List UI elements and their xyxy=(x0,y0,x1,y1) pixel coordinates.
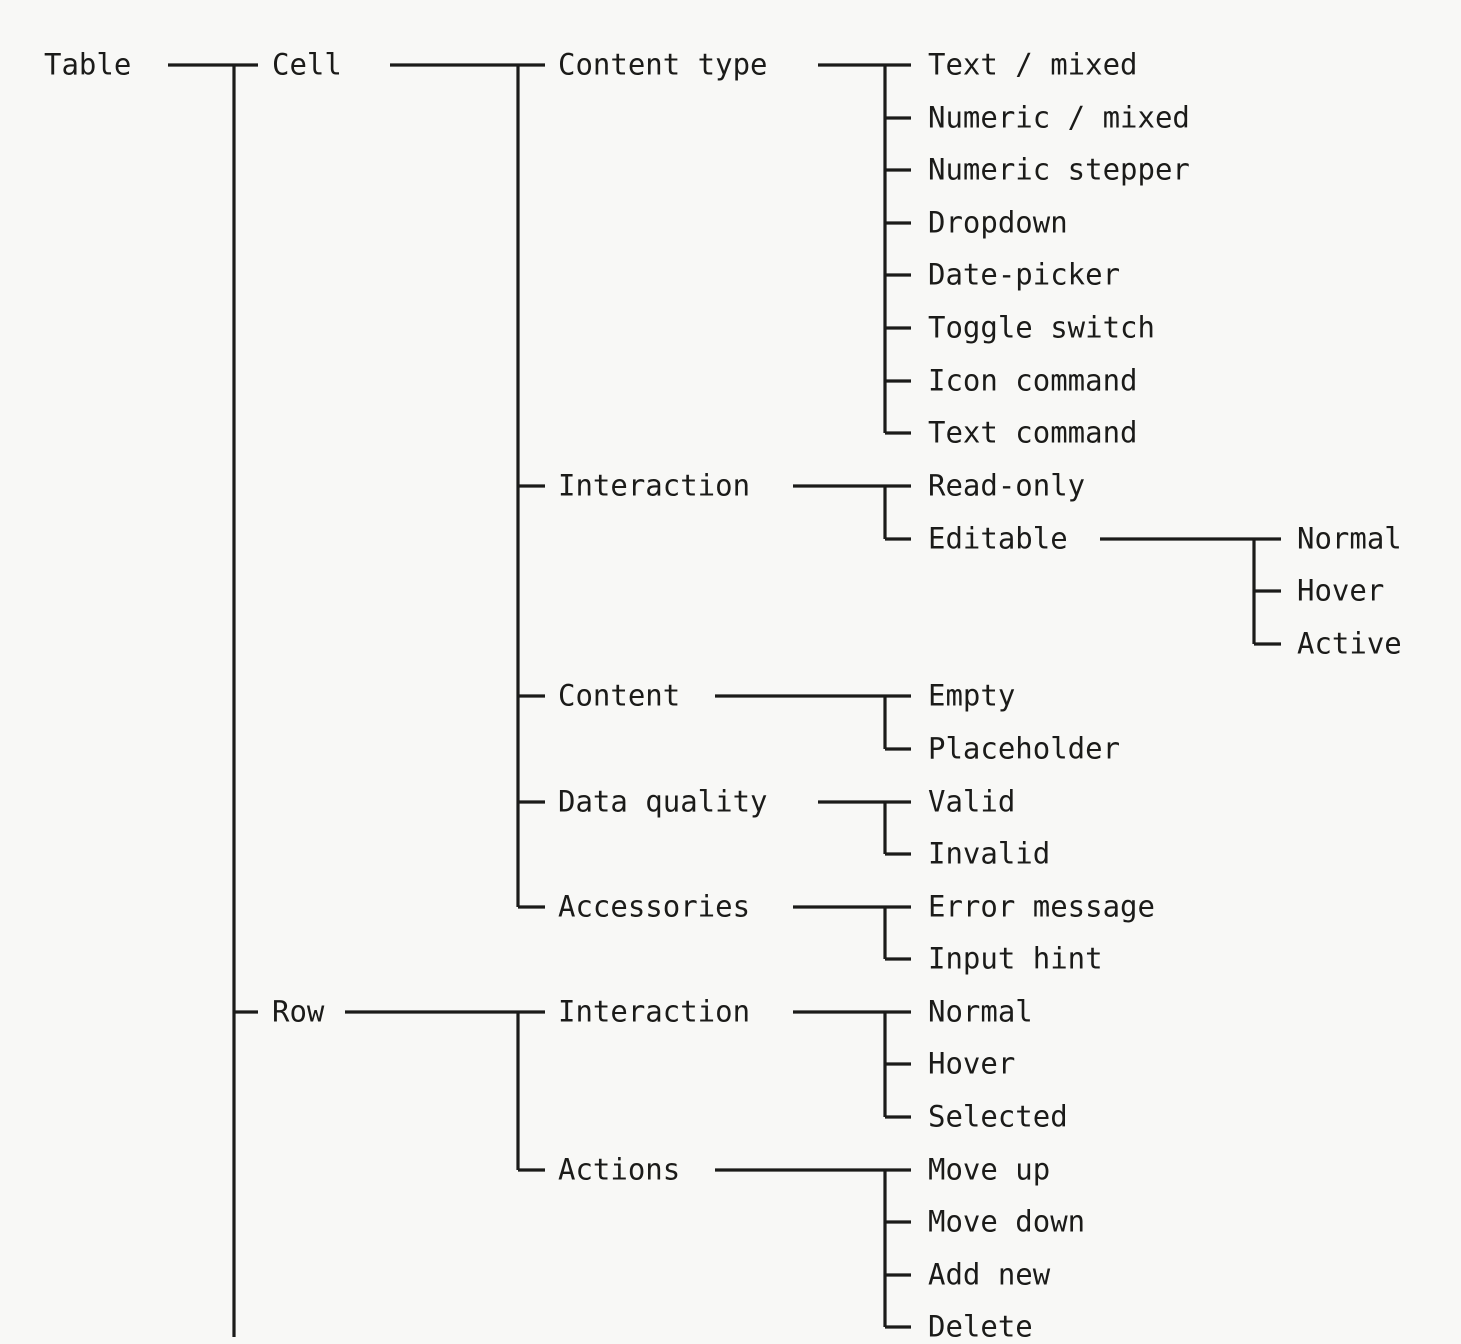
tree-node-content: Content xyxy=(558,678,681,713)
tree-node-hover-row: Hover xyxy=(928,1046,1016,1081)
tree-node-valid: Valid xyxy=(928,784,1016,819)
tree-node-error-message: Error message xyxy=(928,889,1155,924)
tree-node-data-quality: Data quality xyxy=(558,784,768,819)
tree-node-input-hint: Input hint xyxy=(928,941,1103,976)
tree-node-row-interaction: Interaction xyxy=(558,994,751,1029)
tree-node-active-cell: Active xyxy=(1297,626,1402,661)
tree-node-read-only: Read-only xyxy=(928,468,1086,503)
tree-node-toggle-switch: Toggle switch xyxy=(928,310,1155,345)
tree-node-numeric-mixed: Numeric / mixed xyxy=(928,100,1190,135)
tree-node-cell: Cell xyxy=(272,47,342,82)
tree-node-selected-row: Selected xyxy=(928,1099,1068,1134)
tree-node-empty: Empty xyxy=(928,678,1016,713)
tree-node-content-type: Content type xyxy=(558,47,768,82)
tree-node-numeric-stepper: Numeric stepper xyxy=(928,152,1190,187)
tree-node-cell-interaction: Interaction xyxy=(558,468,751,503)
tree-node-text-command: Text command xyxy=(928,415,1138,450)
tree-node-text-mixed: Text / mixed xyxy=(928,47,1138,82)
tree-node-move-down: Move down xyxy=(928,1204,1086,1239)
tree-node-delete: Delete xyxy=(928,1309,1033,1344)
tree-node-editable: Editable xyxy=(928,521,1068,556)
tree-node-normal-row: Normal xyxy=(928,994,1033,1029)
tree-node-placeholder: Placeholder xyxy=(928,731,1121,766)
tree-node-table: Table xyxy=(44,47,132,82)
tree-node-hover-cell: Hover xyxy=(1297,573,1385,608)
tree-node-add-new: Add new xyxy=(928,1257,1051,1292)
tree-node-invalid: Invalid xyxy=(928,836,1051,871)
tree-node-date-picker: Date-picker xyxy=(928,257,1121,292)
tree-node-actions: Actions xyxy=(558,1152,681,1187)
tree-node-move-up: Move up xyxy=(928,1152,1051,1187)
tree-node-row: Row xyxy=(272,994,325,1029)
tree-node-icon-command: Icon command xyxy=(928,363,1138,398)
tree-node-normal-cell: Normal xyxy=(1297,521,1402,556)
tree-node-dropdown: Dropdown xyxy=(928,205,1068,240)
tree-node-accessories: Accessories xyxy=(558,889,751,924)
